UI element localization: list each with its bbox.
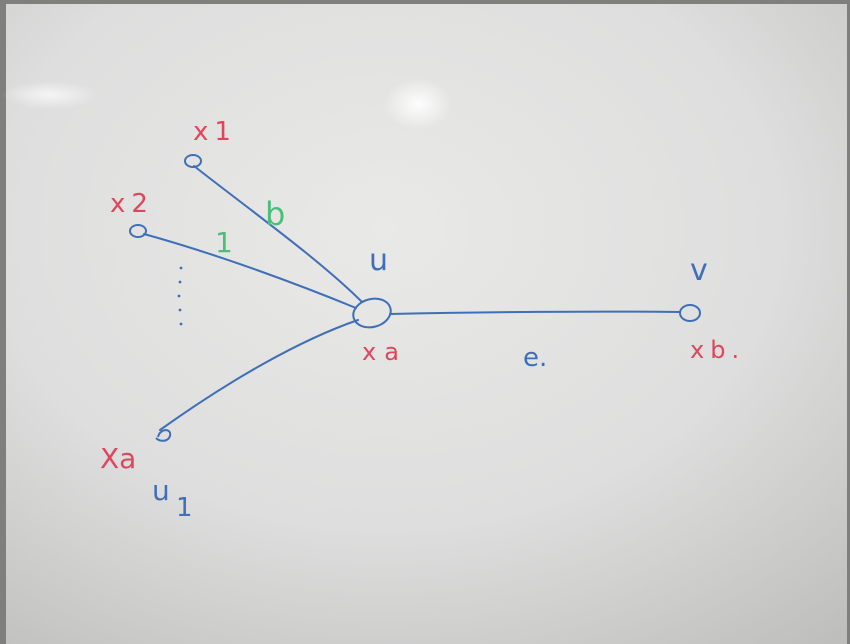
label-u1: u [152, 474, 170, 507]
edge-x2-u [143, 233, 357, 309]
node-v [679, 304, 701, 322]
label-x1: x1 [193, 117, 237, 147]
label-edge-1: 1 [215, 226, 233, 259]
edge-x1-u [193, 165, 363, 303]
label-v: v [690, 253, 708, 288]
label-u: u [369, 243, 388, 278]
light-glare [2, 81, 98, 109]
label-xa-center: xa [362, 338, 407, 366]
node-u1 [155, 429, 172, 442]
label-xa-left: Xa [100, 442, 136, 475]
label-edge-b: b [265, 195, 285, 233]
edge-u-v [389, 310, 681, 315]
node-x1 [184, 154, 202, 168]
light-glare [384, 78, 452, 130]
edge-u1-u [159, 319, 359, 431]
label-xb: xb. [690, 336, 745, 364]
label-x2: x2 [110, 189, 154, 219]
node-u [352, 297, 392, 329]
label-u1-subscript: 1 [176, 493, 193, 523]
ellipsis-dots [177, 266, 183, 326]
node-x2 [129, 224, 147, 238]
label-edge-e: e. [523, 343, 547, 373]
